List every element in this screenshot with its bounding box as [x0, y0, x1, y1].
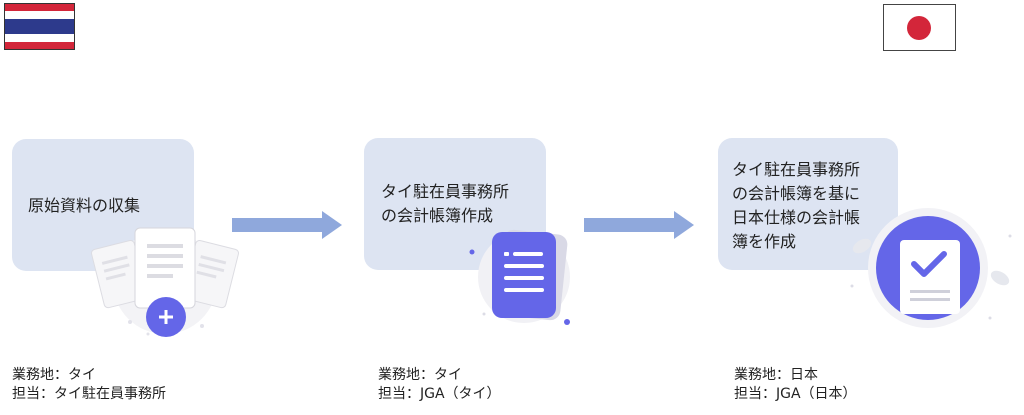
step-2-info: 業務地：タイ 担当：JGA（タイ） [378, 366, 501, 404]
step-1-location: 業務地：タイ [12, 367, 96, 383]
step-2-location: 業務地：タイ [378, 367, 462, 383]
step-3-info: 業務地：日本 担当：JGA（日本） [734, 366, 857, 404]
step-3-text-line-4: 簿を作成 [732, 232, 797, 251]
check-clipboard-icon [850, 208, 1012, 328]
arrow-right-icon [584, 211, 694, 239]
step-2-text-line-2: の会計帳簿作成 [381, 206, 494, 225]
japan-flag-icon [883, 4, 956, 51]
documents-add-icon [91, 227, 239, 337]
thailand-flag-icon [4, 3, 75, 50]
arrow-right-icon [232, 211, 342, 239]
document-list-icon [469, 229, 570, 325]
step-2-text-line-1: タイ駐在員事務所 [381, 182, 510, 201]
step-3-location: 業務地：日本 [734, 367, 818, 383]
step-3-text-line-1: タイ駐在員事務所 [732, 160, 861, 179]
step-1-text: 原始資料の収集 [28, 196, 141, 215]
step-1-info: 業務地：タイ 担当：タイ駐在員事務所 [12, 366, 166, 404]
step-2-owner: 担当：JGA（タイ） [378, 386, 501, 402]
step-3-box: タイ駐在員事務所 の会計帳簿を基に 日本仕様の会計帳 簿を作成 [718, 138, 898, 270]
step-1-owner: 担当：タイ駐在員事務所 [12, 386, 166, 402]
step-3-text-line-2: の会計帳簿を基に [732, 184, 861, 203]
step-3-owner: 担当：JGA（日本） [734, 386, 857, 402]
step-3-text-line-3: 日本仕様の会計帳 [732, 208, 861, 227]
